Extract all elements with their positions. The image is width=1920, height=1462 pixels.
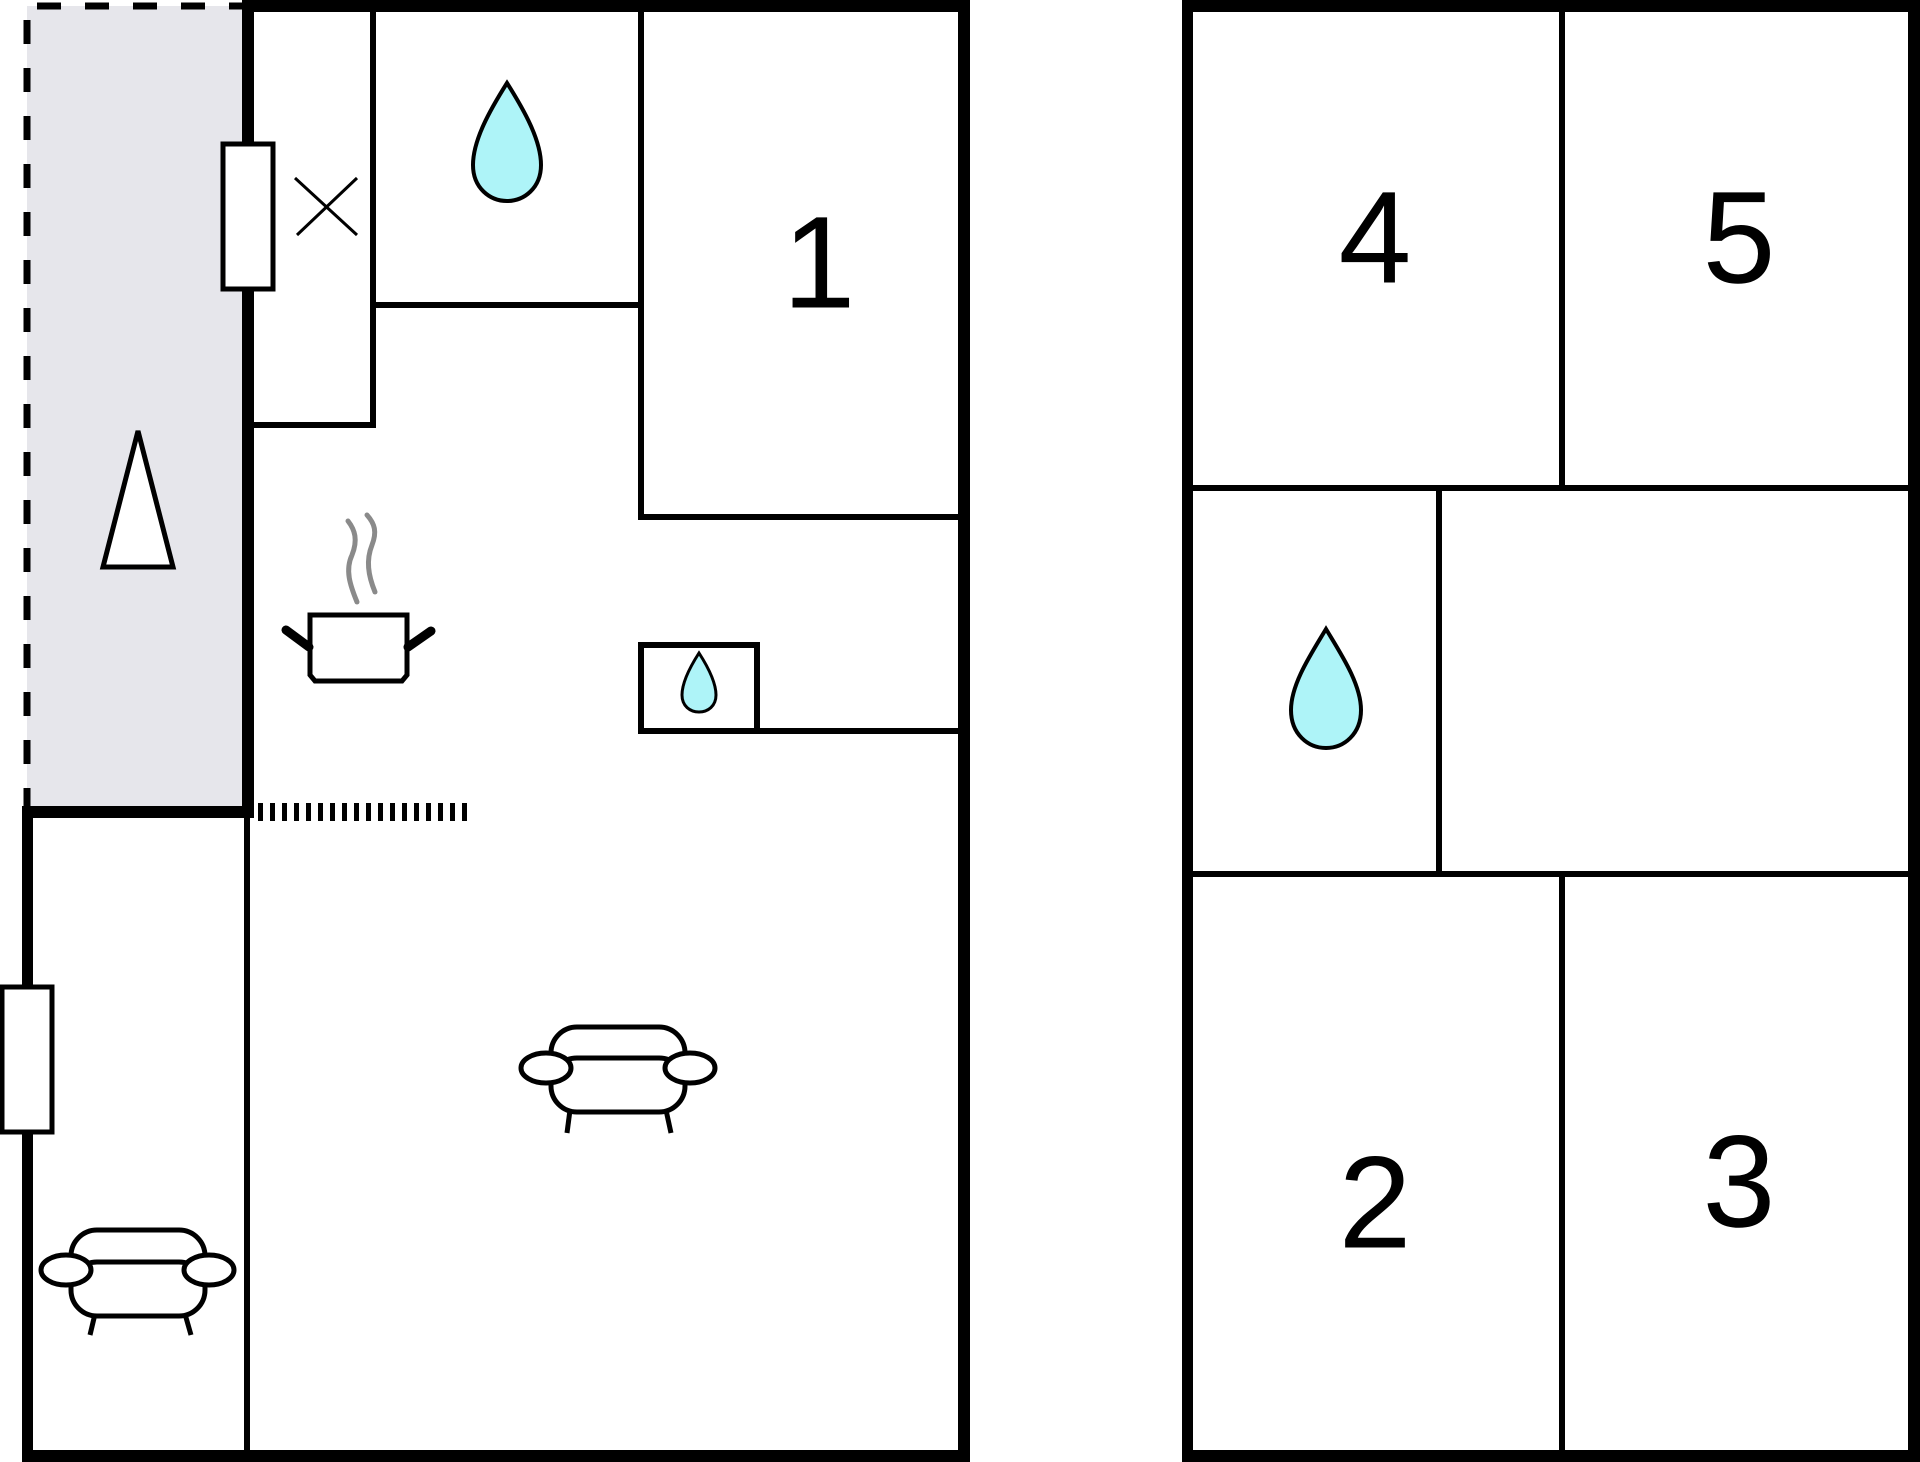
window bbox=[0, 984, 55, 1135]
cross-icon bbox=[293, 176, 359, 237]
upper-floor bbox=[1182, 0, 1920, 1462]
water-drop-icon bbox=[1288, 625, 1364, 751]
room-label-4: 4 bbox=[1338, 163, 1412, 311]
window bbox=[220, 141, 276, 292]
room-label-1: 1 bbox=[782, 188, 856, 336]
terrace-area bbox=[27, 6, 248, 812]
room-label-2: 2 bbox=[1338, 1128, 1412, 1276]
tree-icon bbox=[99, 430, 177, 570]
sofa-icon bbox=[38, 1227, 237, 1336]
sofa-icon bbox=[518, 1024, 718, 1134]
room-label-5: 5 bbox=[1702, 163, 1776, 311]
exterior-walls bbox=[1182, 0, 1920, 1462]
water-drop-icon bbox=[470, 79, 544, 204]
ground-floor bbox=[0, 0, 970, 1462]
room-label-3: 3 bbox=[1702, 1107, 1776, 1255]
interior-walls bbox=[1188, 6, 1912, 1456]
water-drop-icon bbox=[680, 650, 718, 714]
interior-walls bbox=[244, 6, 964, 1456]
cooking-pot-icon bbox=[281, 512, 436, 684]
